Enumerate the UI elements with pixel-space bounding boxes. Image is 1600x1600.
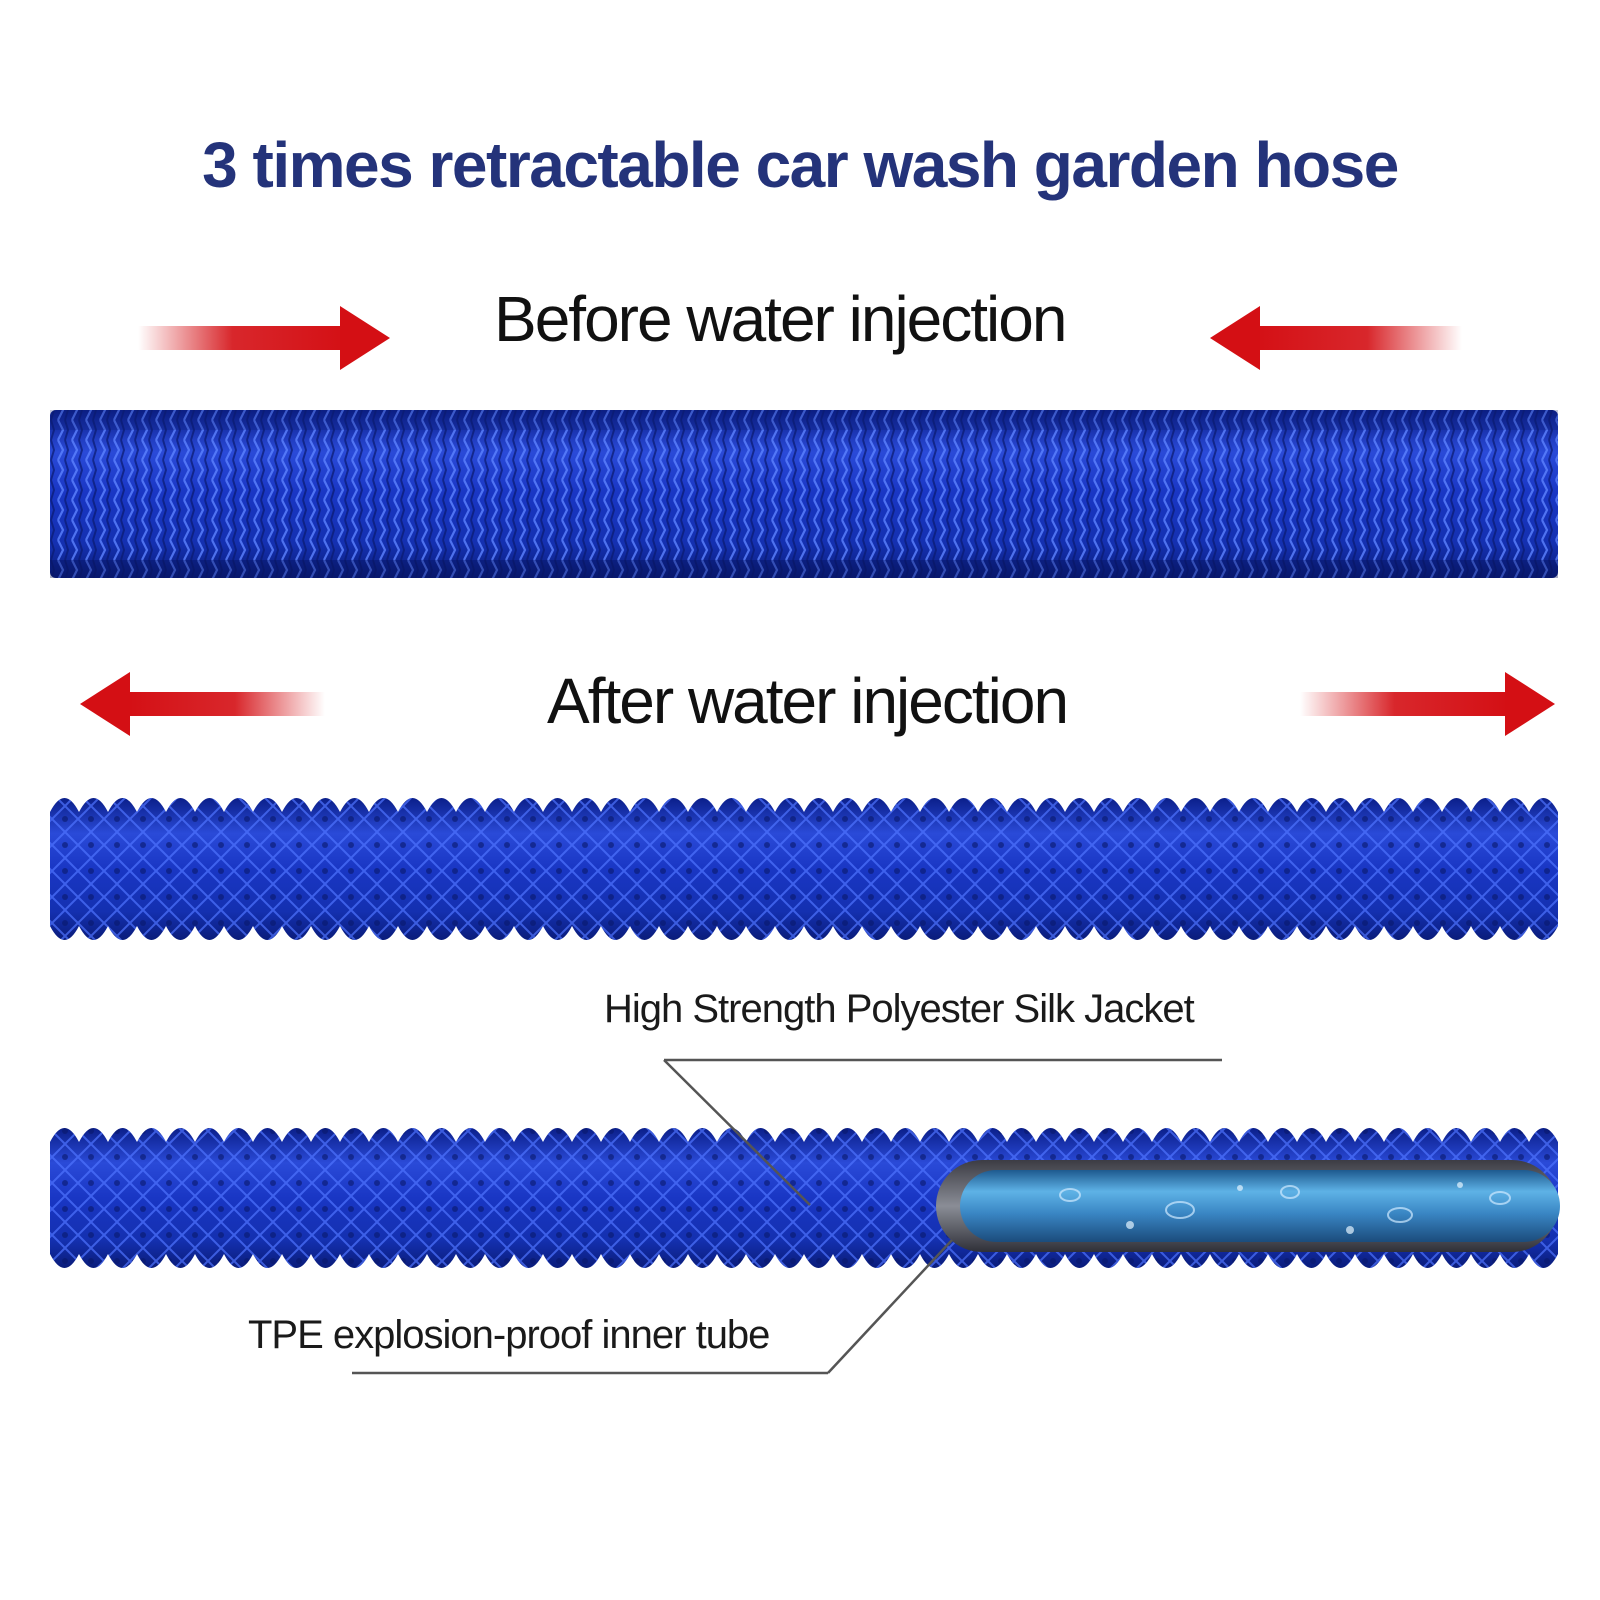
arrow-left-icon — [1210, 306, 1462, 370]
arrow-right-icon — [138, 306, 390, 370]
tube-leader-line — [352, 1239, 953, 1375]
expanded-hose-cutaway — [50, 1128, 1560, 1268]
expanded-hose — [50, 798, 1558, 940]
after-heading: After water injection — [547, 665, 1069, 737]
before-heading: Before water injection — [494, 283, 1067, 355]
arrow-left-icon — [80, 672, 325, 736]
compressed-hose — [50, 410, 1558, 578]
page-title: 3 times retractable car wash garden hose — [202, 129, 1399, 201]
inner-tube — [936, 1160, 1560, 1252]
jacket-leader-line — [663, 1058, 1222, 1206]
jacket-label: High Strength Polyester Silk Jacket — [604, 987, 1195, 1031]
tube-label: TPE explosion-proof inner tube — [248, 1313, 770, 1357]
arrow-right-icon — [1300, 672, 1555, 736]
